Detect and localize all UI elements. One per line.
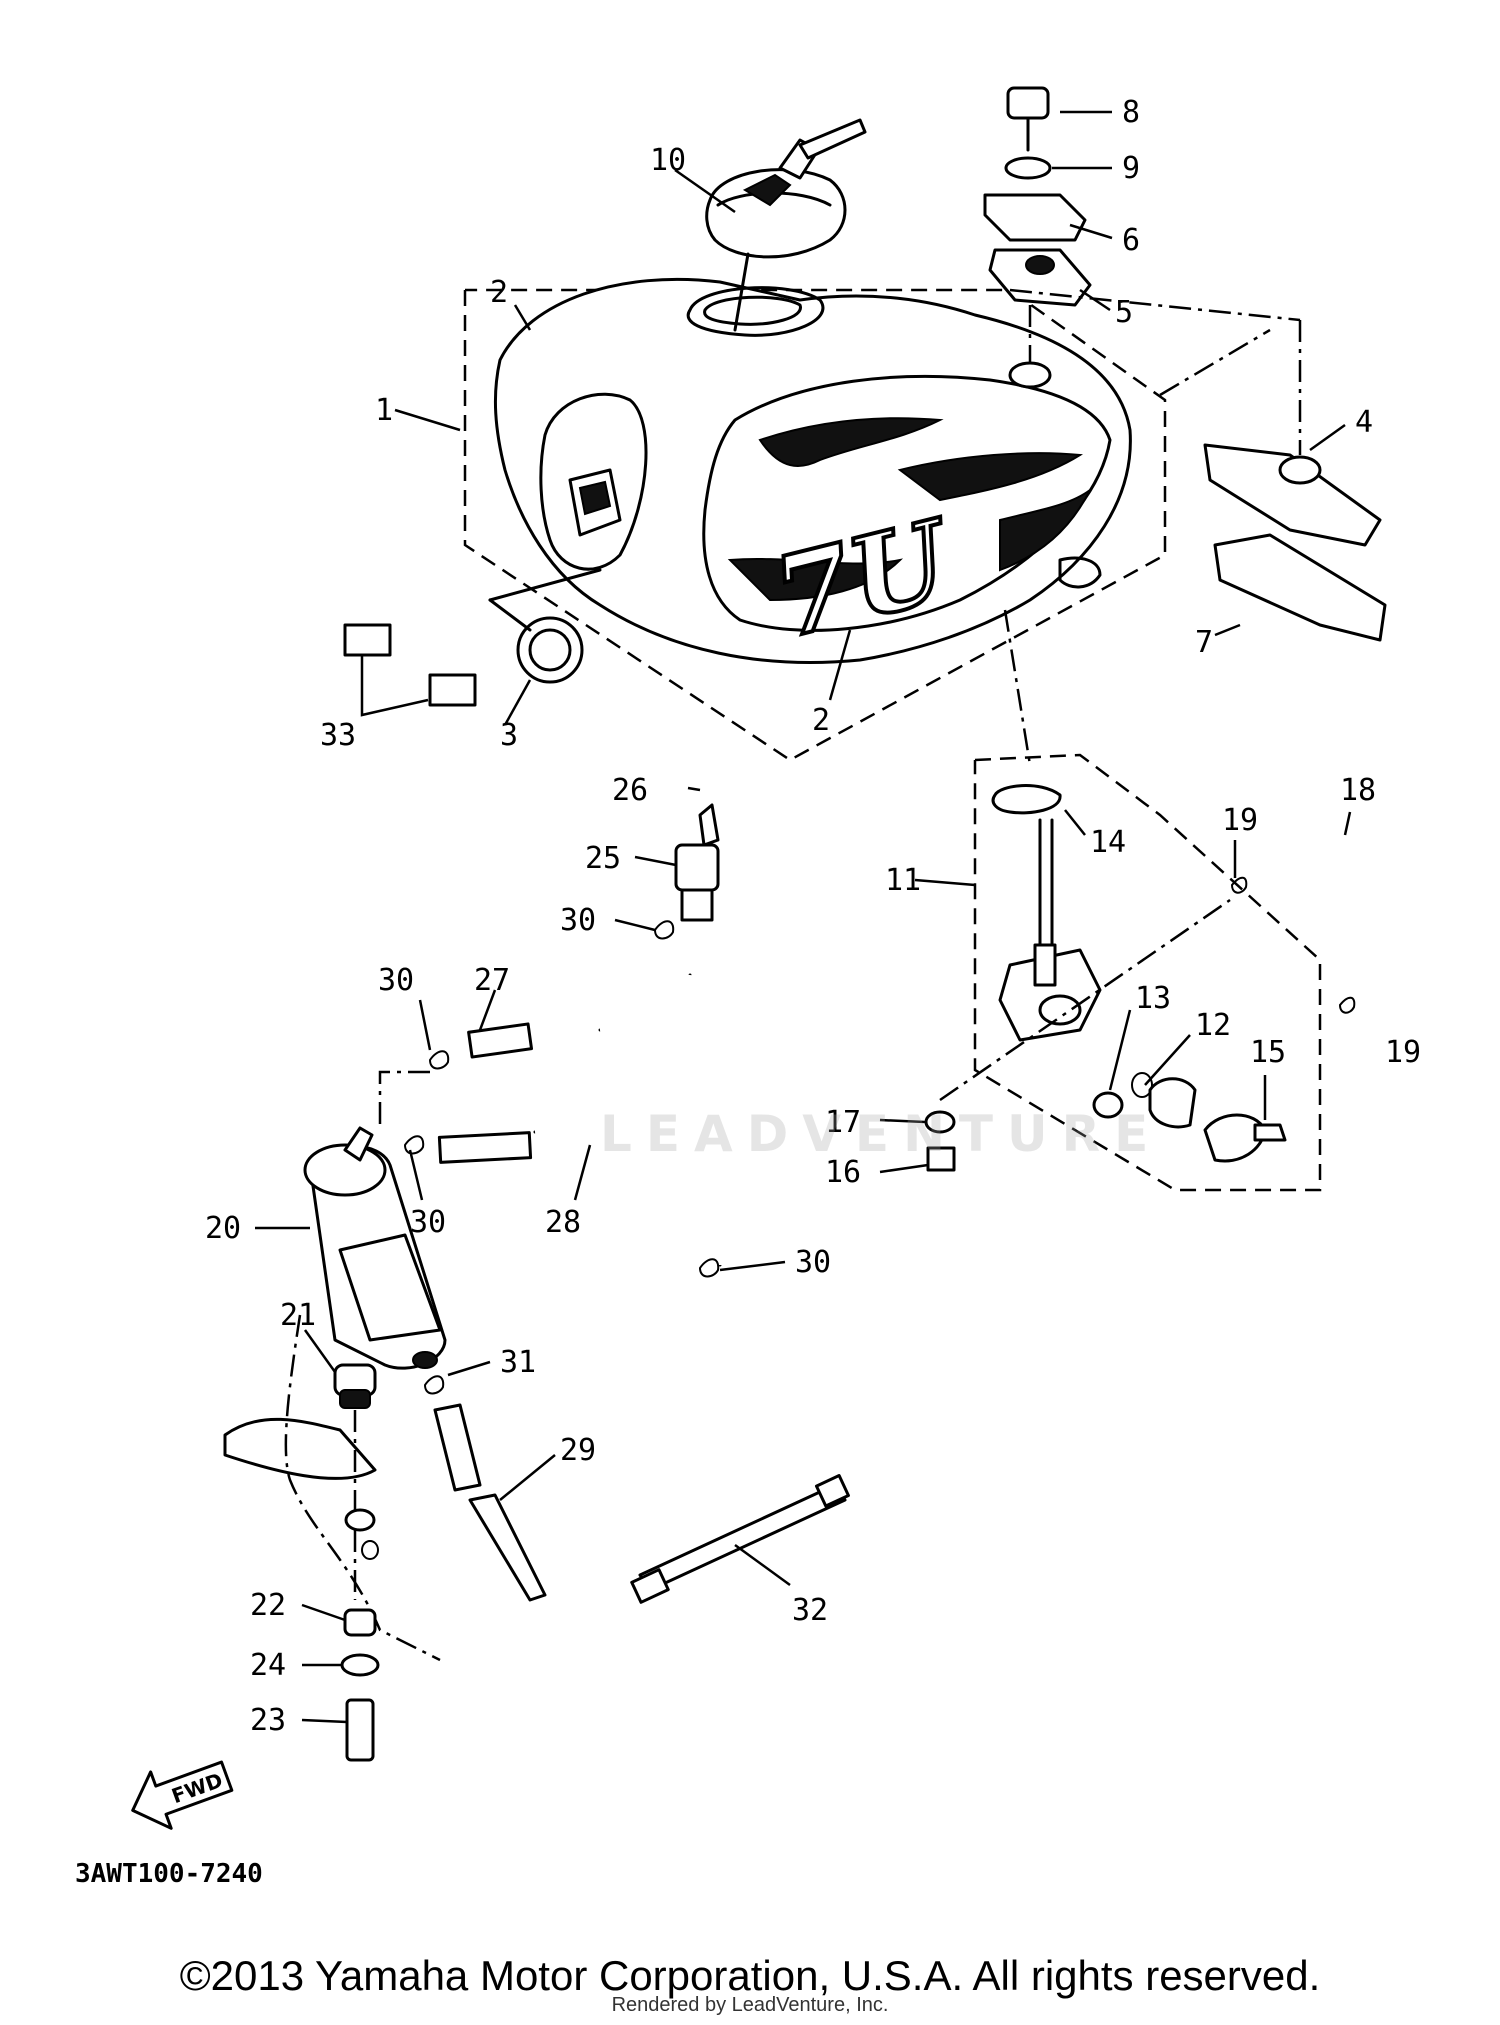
label-5: 5 [1115,295,1133,330]
diagram-reference-code: 3AWT100-7240 [75,1859,263,1889]
label-26: 26 [612,773,648,808]
rendered-by-notice: Rendered by LeadVenture, Inc. [611,1994,889,2016]
label-33: 33 [320,718,356,753]
label-19-top: 19 [1222,803,1258,838]
fuel-tank-assembly: 7U [463,277,1167,762]
fuel-cap [705,118,867,332]
label-1: 1 [375,393,393,428]
label-24: 24 [250,1648,286,1683]
label-6: 6 [1122,223,1140,258]
part-labels: 8 9 10 6 5 2 1 4 7 2 33 3 14 11 19 18 19… [205,95,1421,1738]
label-32: 32 [792,1593,828,1628]
copyright-notice: ©2013 Yamaha Motor Corporation, U.S.A. A… [179,1952,1321,1999]
label-30-d: 30 [795,1245,831,1280]
label-20: 20 [205,1211,241,1246]
label-13: 13 [1135,981,1171,1016]
label-2-bottom: 2 [812,703,830,738]
label-9: 9 [1122,151,1140,186]
side-brackets [1009,288,1387,642]
label-23: 23 [250,1703,286,1738]
label-16: 16 [825,1155,861,1190]
label-14: 14 [1090,825,1126,860]
label-17: 17 [825,1105,861,1140]
fuel-cock-assembly [924,609,1368,1192]
label-18: 18 [1340,773,1376,808]
label-7: 7 [1195,625,1213,660]
label-3: 3 [500,718,518,753]
label-29: 29 [560,1433,596,1468]
label-30-c: 30 [410,1205,446,1240]
label-10: 10 [650,143,686,178]
strap [630,1474,850,1604]
label-30-a: 30 [560,903,596,938]
tank-mount-parts [983,86,1092,389]
label-31: 31 [500,1345,536,1380]
label-8: 8 [1122,95,1140,130]
label-21: 21 [280,1298,316,1333]
label-11: 11 [885,863,921,898]
label-12: 12 [1195,1008,1231,1043]
label-19-bottom: 19 [1385,1035,1421,1070]
watermark: LEADVENTURE [600,1105,1163,1163]
forward-direction-arrow: FWD [131,1760,234,1830]
label-15: 15 [1250,1035,1286,1070]
label-2-top: 2 [490,275,508,310]
pump-mount-parts [223,1314,441,1762]
label-4: 4 [1355,405,1373,440]
label-22: 22 [250,1588,286,1623]
label-28: 28 [545,1205,581,1240]
leader-lines [255,110,1352,1724]
fuel-tank-exploded-diagram: 7U [75,86,1421,1889]
label-27: 27 [474,963,510,998]
label-30-b: 30 [378,963,414,998]
fuel-line-system [303,803,732,1602]
label-25: 25 [585,841,621,876]
emblem-parts [343,568,602,717]
